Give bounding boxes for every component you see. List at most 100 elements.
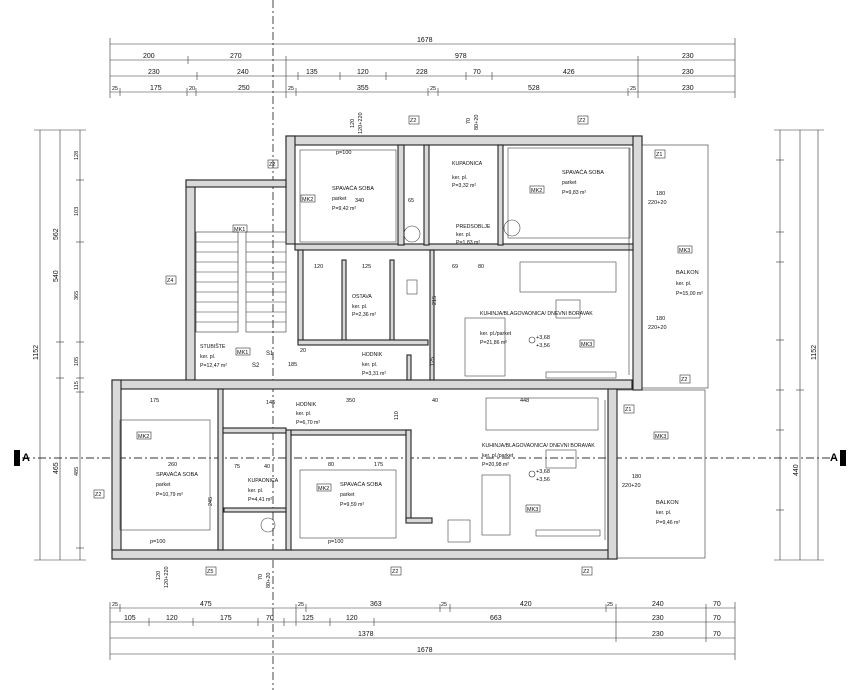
svg-text:663: 663 [490,615,502,622]
svg-text:65: 65 [408,198,414,204]
svg-text:25: 25 [441,602,447,608]
svg-text:230: 230 [652,631,664,638]
svg-text:p=100: p=100 [150,539,165,545]
svg-text:70: 70 [466,118,472,124]
svg-text:528: 528 [528,85,540,92]
svg-text:175: 175 [220,615,232,622]
svg-text:P=12,47 m²: P=12,47 m² [200,363,227,369]
svg-text:ker. pl.: ker. pl. [296,411,311,417]
level-lower-2: +3,56 [536,477,550,483]
svg-text:parket: parket [340,492,355,498]
svg-text:355: 355 [357,85,369,92]
svg-text:MK1: MK1 [234,227,245,233]
right-dimensions: 1152 440 [774,129,824,561]
room-0-name: SPAVAĆA SOBA [332,185,374,192]
svg-text:1152: 1152 [811,345,818,360]
svg-text:Z2: Z2 [95,492,101,498]
svg-text:230: 230 [682,53,694,60]
svg-text:80+20: 80+20 [266,573,272,588]
inner-dimensions: 340 120 125 65 215 350 40 448 175 260 24… [150,198,529,506]
svg-text:ker. pl.: ker. pl. [456,232,471,238]
svg-text:120: 120 [357,69,369,76]
svg-text:25: 25 [112,86,118,92]
svg-text:25: 25 [630,86,636,92]
room-10-name: SPAVAĆA SOBA [156,471,198,478]
svg-text:ker. pl.: ker. pl. [200,354,215,360]
svg-text:40: 40 [432,398,438,404]
section-marker-right [840,450,846,466]
svg-text:MK1: MK1 [237,350,248,356]
svg-text:MK3: MK3 [655,434,666,440]
svg-text:180: 180 [656,316,665,322]
svg-text:parket: parket [332,196,347,202]
svg-text:70: 70 [266,615,274,622]
svg-text:P=20,98 m²: P=20,98 m² [482,462,509,468]
svg-text:MK2: MK2 [531,188,542,194]
svg-text:P=15,00 m²: P=15,00 m² [676,291,703,297]
room-11-name: KUPAONICA [248,478,279,484]
svg-text:25: 25 [430,86,436,92]
svg-text:120: 120 [156,571,162,580]
svg-text:128: 128 [74,151,80,160]
svg-text:25: 25 [607,602,613,608]
svg-text:230: 230 [682,69,694,76]
dim-bottom-total: 1678 [417,647,433,654]
svg-text:25: 25 [288,86,294,92]
svg-text:25: 25 [112,602,118,608]
level-marks: +3,68 +3,56 +3,68 +3,56 [528,335,550,483]
svg-text:70: 70 [713,631,721,638]
svg-text:1152: 1152 [33,345,40,360]
left-dimensions: 1152 562 540 465 128 103 365 105 115 485 [33,129,86,561]
svg-text:P=9,42 m²: P=9,42 m² [332,206,356,212]
svg-text:475: 475 [200,601,212,608]
svg-text:350: 350 [346,398,355,404]
room-8-name: HODNIK [362,352,383,358]
svg-text:P=10,79 m²: P=10,79 m² [156,492,183,498]
top-dimensions: 1678 200 270 978 230 230 240 135 120 228… [109,37,736,98]
svg-text:105: 105 [124,615,136,622]
svg-text:P=9,83 m²: P=9,83 m² [562,190,586,196]
svg-text:363: 363 [370,601,382,608]
svg-text:245: 245 [208,497,214,506]
staircase: S1 S2 [195,231,287,369]
room-5-name: OSTAVA [352,294,372,300]
level-upper-1: +3,68 [536,335,550,341]
room-2-name: SPAVAĆA SOBA [562,169,604,176]
level-upper-2: +3,68 [536,469,550,475]
svg-text:125: 125 [430,357,436,366]
svg-text:120: 120 [314,264,323,270]
svg-text:20: 20 [189,86,195,92]
svg-text:465: 465 [53,462,60,474]
openings: 180 220+20 180 220+20 180 220+20 120 120… [150,112,667,588]
svg-text:230: 230 [682,85,694,92]
svg-text:215: 215 [432,296,438,305]
svg-text:228: 228 [416,69,428,76]
svg-text:70: 70 [713,615,721,622]
room-6-name: KUHINJA/BLAGOVAONICA/ DNEVNI BORAVAK [480,311,593,317]
svg-text:ker. pl./parket: ker. pl./parket [482,453,514,459]
svg-text:P=3,31 m²: P=3,31 m² [362,371,386,377]
svg-text:Z1: Z1 [625,407,631,413]
svg-text:240: 240 [652,601,664,608]
svg-text:parket: parket [562,180,577,186]
svg-text:80+20: 80+20 [474,115,480,130]
svg-text:250: 250 [238,85,250,92]
svg-text:Z2: Z2 [392,569,398,575]
svg-text:Z4: Z4 [167,278,173,284]
svg-text:Z5: Z5 [207,569,213,575]
svg-text:70: 70 [473,69,481,76]
room-7-name: STUBIŠTE [200,343,226,350]
svg-text:340: 340 [355,198,364,204]
svg-text:240: 240 [237,69,249,76]
room-4-name: BALKON [676,270,699,276]
svg-text:Z2: Z2 [410,118,416,124]
svg-text:978: 978 [455,53,467,60]
svg-text:80: 80 [478,264,484,270]
svg-text:MK2: MK2 [318,486,329,492]
svg-text:MK2: MK2 [138,434,149,440]
room-1-name: KUPAONICA [452,161,483,167]
svg-text:220+20: 220+20 [622,483,641,489]
svg-text:P=3,32 m²: P=3,32 m² [452,183,476,189]
dim-top-total: 1678 [417,37,433,44]
